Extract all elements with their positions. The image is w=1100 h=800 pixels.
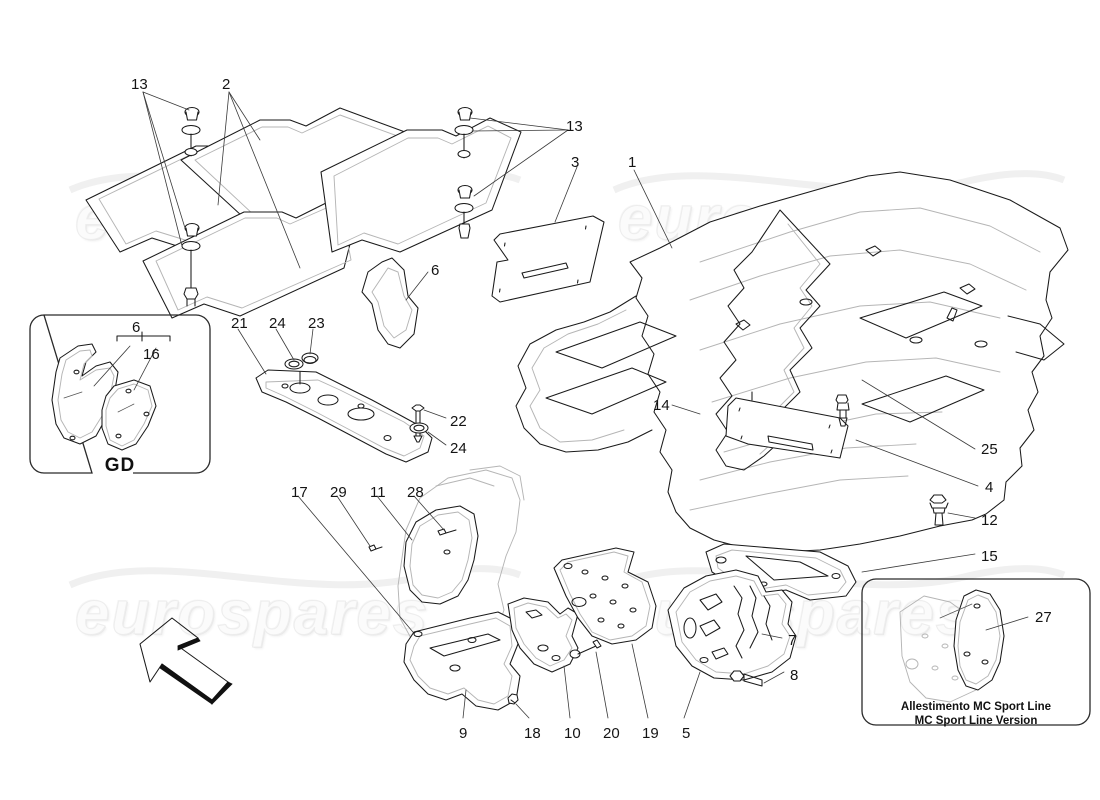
callout-12: 12 [981,512,998,529]
callout-20: 20 [603,725,620,742]
mc-sport-inset-box [861,578,1091,726]
part-12-clip [929,494,949,526]
mat-fastener-stack-2 [181,222,201,307]
part-3-panel [491,215,605,303]
mc-sport-inset-caption: Allestimento MC Sport Line MC Sport Line… [866,700,1086,728]
part-23-cap [301,352,319,365]
callout-8: 8 [790,667,799,684]
mc-part-27-footrest [953,589,1005,691]
part-19-perforated-panel [553,547,657,645]
gd-inset-caption: GD [104,455,136,476]
part-8-bolt [729,670,763,687]
callout-7: 7 [788,632,797,649]
callout-2: 2 [222,76,231,93]
callout-14: 14 [653,397,670,414]
gd-callout-6: 6 [132,319,141,336]
callout-11: 11 [370,484,386,501]
part-24-washer-bottom [409,422,429,434]
direction-arrow [139,617,233,705]
callout-25: 25 [981,441,998,458]
part-24-washer-top [284,358,304,370]
callout-13-left: 13 [131,76,148,93]
callout-17: 17 [291,484,308,501]
callout-5: 5 [682,725,691,742]
part-28-pin [437,528,457,536]
part-9-lower-trim [403,611,521,711]
callout-13-right: 13 [566,118,583,135]
callout-24-bot: 24 [450,440,467,457]
callout-24-top: 24 [269,315,286,332]
callout-4: 4 [985,479,994,496]
part-11-insulation-pad [403,505,479,605]
part-20-screw [569,639,602,659]
callout-10: 10 [564,725,581,742]
part-10-bracket [507,597,579,673]
callout-9: 9 [459,725,468,742]
gd-inset-box [29,314,211,474]
mc-caption-line-1: Allestimento MC Sport Line [900,701,1052,713]
mat-fastener-stack-3 [454,106,474,159]
callout-1: 1 [628,154,637,171]
callout-15: 15 [981,548,998,565]
mc-caption-line-2: MC Sport Line Version [914,715,1038,727]
part-18-clip [507,693,519,705]
carpet-access-panel [725,397,849,459]
callout-23: 23 [308,315,325,332]
callout-19: 19 [642,725,659,742]
mat-fastener-stack-1 [181,106,201,157]
part-21-sill-trim [255,369,433,463]
gd-part-16-plate [101,379,157,451]
callout-27: 27 [1035,609,1052,626]
mat-fastener-stack-4 [454,184,474,239]
callout-29: 29 [330,484,347,501]
part-25-pushpin [835,394,850,427]
floor-mat-rear-right [320,117,522,253]
gd-callout-16: 16 [143,346,160,363]
part-29-clip [368,544,383,552]
callout-28: 28 [407,484,424,501]
part-5-cover [667,569,797,681]
callout-18: 18 [524,725,541,742]
callout-6-main: 6 [431,262,440,279]
callout-3: 3 [571,154,580,171]
part-1-main-carpet [515,171,1069,553]
callout-21: 21 [231,315,248,332]
callout-22: 22 [450,413,467,430]
part-6-trim [361,257,419,349]
